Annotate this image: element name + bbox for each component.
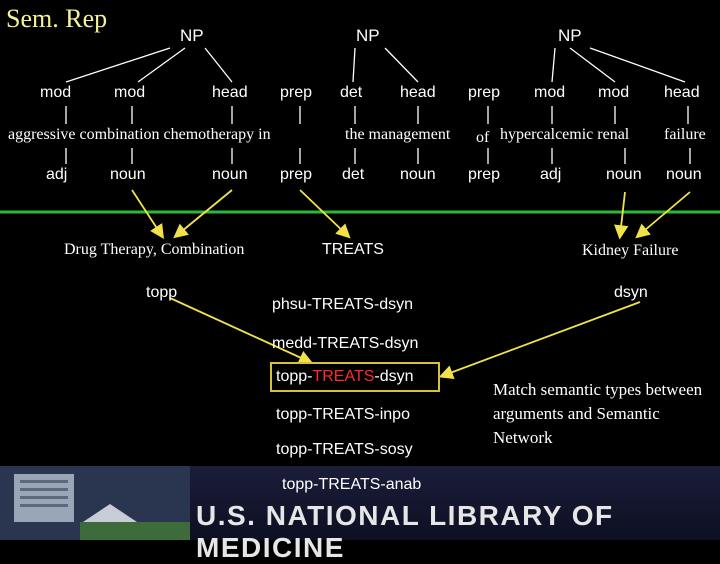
role-prep-2: prep [468, 84, 501, 101]
pos-det: det [342, 166, 365, 183]
pos-noun-2: noun [212, 166, 248, 183]
np-label-3: NP [558, 26, 582, 45]
role-mod-3: mod [534, 84, 566, 101]
nlm-building-image [0, 466, 190, 540]
matched-relation: topp-TREATS-dsyn [276, 368, 414, 385]
concept-drug-therapy: Drug Therapy, Combination [64, 241, 245, 258]
role-head-1: head [212, 84, 248, 101]
nlm-footer-banner [0, 466, 720, 540]
pos-noun-3: noun [400, 166, 436, 183]
pos-adj-1: adj [46, 166, 68, 183]
pos-noun-5: noun [666, 166, 702, 183]
matched-relation-box [270, 362, 440, 392]
role-head-2: head [400, 84, 436, 101]
footer-title: U.S. NATIONAL LIBRARY OF MEDICINE [196, 500, 614, 563]
role-det: det [340, 84, 363, 101]
relation-option-5: topp-TREATS-sosy [276, 441, 413, 458]
np-label-2: NP [356, 26, 380, 45]
phrase-1: aggressive combination chemotherapy in [8, 126, 271, 143]
role-head-3: head [664, 84, 700, 101]
relation-treats: TREATS [322, 241, 384, 258]
explanatory-note: Match semantic types between arguments a… [493, 380, 703, 447]
slide-title: Sem. Rep [6, 4, 108, 33]
relation-option-1: phsu-TREATS-dsyn [272, 296, 414, 313]
concept-kidney-failure: Kidney Failure [582, 242, 679, 259]
np-label-1: NP [180, 26, 204, 45]
role-mod-2: mod [114, 84, 146, 101]
semtype-topp: topp [146, 284, 178, 301]
phrase-3: hypercalcemic renal [500, 126, 630, 143]
pos-prep-2: prep [468, 166, 501, 183]
word-failure: failure [664, 126, 706, 143]
relation-option-4: topp-TREATS-inpo [276, 406, 410, 423]
phrase-2: the management [345, 126, 451, 143]
relation-option-6: topp-TREATS-anab [282, 476, 422, 493]
relation-option-2: medd-TREATS-dsyn [272, 335, 419, 352]
role-mod-4: mod [598, 84, 630, 101]
pos-noun-1: noun [110, 166, 146, 183]
role-mod-1: mod [40, 84, 72, 101]
connector-lines [0, 47, 720, 379]
word-of: of [476, 129, 490, 146]
semtype-dsyn: dsyn [614, 284, 648, 301]
pos-prep-1: prep [280, 166, 313, 183]
pos-noun-4: noun [606, 166, 642, 183]
role-prep-1: prep [280, 84, 313, 101]
pos-adj-2: adj [540, 166, 562, 183]
